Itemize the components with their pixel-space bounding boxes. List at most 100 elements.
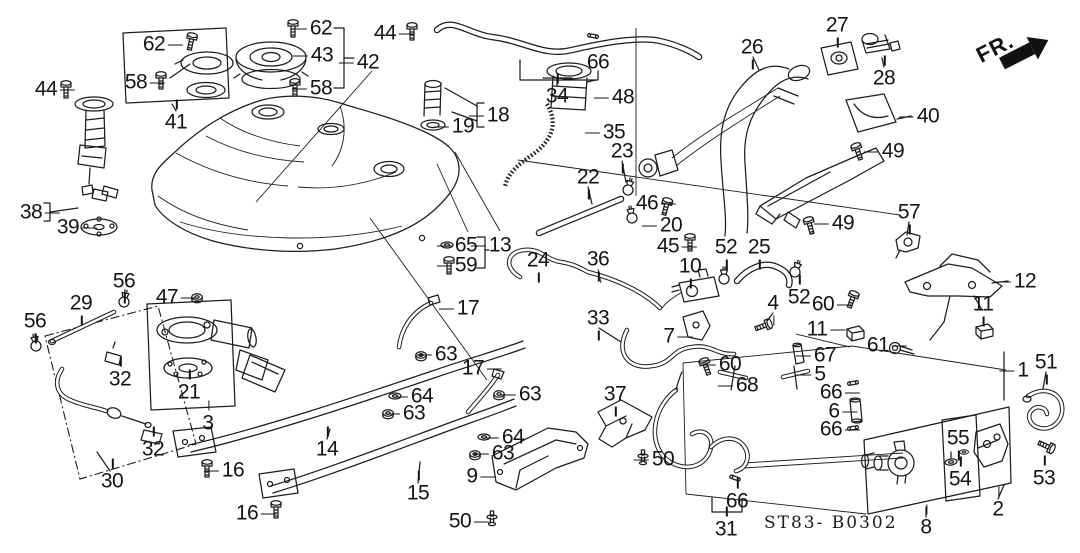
part-callout-58[interactable]: 58 (124, 70, 166, 94)
pump-and-pipes-center (420, 62, 637, 237)
part-callout-32[interactable]: 32 (141, 426, 165, 461)
part-callout-44[interactable]: 44 (34, 77, 76, 101)
part-callout-27[interactable]: 27 (825, 13, 849, 48)
part-callout-31[interactable]: 31 (714, 506, 738, 541)
part-callout-41[interactable]: 41 (164, 99, 188, 134)
part-callout-66[interactable]: 66 (586, 50, 610, 74)
part-callout-30[interactable]: 30 (100, 458, 124, 493)
part-callout-48[interactable]: 48 (593, 85, 635, 109)
part-callout-36[interactable]: 36 (586, 247, 610, 282)
part-callout-20[interactable]: 20 (641, 213, 683, 237)
part-callout-22[interactable]: 22 (576, 165, 600, 200)
part-callout-35[interactable]: 35 (584, 120, 626, 144)
part-callout-56[interactable]: 56 (112, 269, 136, 304)
part-callout-38[interactable]: 38 (19, 200, 61, 224)
hose-31-group (652, 371, 750, 513)
part-callout-33[interactable]: 33 (586, 306, 610, 341)
part-callout-32[interactable]: 32 (108, 356, 132, 391)
part-callout-10[interactable]: 10 (678, 254, 702, 289)
part-callout-9[interactable]: 9 (466, 464, 497, 488)
part-callout-39[interactable]: 39 (56, 215, 98, 239)
part-callout-63[interactable]: 63 (473, 441, 515, 465)
part-callout-51[interactable]: 51 (1034, 350, 1058, 385)
part-callout-24[interactable]: 24 (526, 248, 550, 283)
part-callout-64[interactable]: 64 (392, 384, 434, 408)
part-callout-53[interactable]: 53 (1032, 455, 1056, 490)
pipe-protector-group (755, 93, 921, 259)
part-callout-63[interactable]: 63 (384, 401, 426, 425)
part-callout-50[interactable]: 50 (633, 447, 675, 471)
part-callout-63[interactable]: 63 (416, 342, 458, 366)
part-callout-14[interactable]: 14 (315, 426, 339, 461)
joints-and-fasteners-right (697, 289, 994, 432)
part-callout-40[interactable]: 40 (898, 104, 940, 128)
part-callout-21[interactable]: 21 (177, 369, 201, 404)
part-callout-17[interactable]: 17 (461, 356, 503, 380)
part-callout-4[interactable]: 4 (767, 291, 779, 326)
part-callout-3[interactable]: 3 (202, 400, 214, 435)
part-callout-47[interactable]: 47 (155, 285, 197, 309)
part-callout-29[interactable]: 29 (69, 291, 93, 326)
fr-direction-arrow (999, 37, 1049, 70)
part-callout-66[interactable]: 66 (819, 380, 861, 404)
part-callout-66[interactable]: 66 (725, 478, 749, 513)
part-callout-56[interactable]: 56 (23, 309, 47, 344)
part-callout-57[interactable]: 57 (897, 200, 921, 235)
part-callout-12[interactable]: 12 (995, 269, 1037, 293)
part-callout-49[interactable]: 49 (863, 139, 905, 163)
return-pipes-and-fittings (382, 294, 505, 461)
part-callout-25[interactable]: 25 (747, 235, 771, 270)
part-callout-59[interactable]: 59 (436, 253, 478, 277)
part-callout-62[interactable]: 62 (142, 32, 184, 56)
part-callout-13[interactable]: 13 (470, 233, 512, 257)
part-callout-43[interactable]: 43 (292, 43, 334, 67)
part-callout-60[interactable]: 60 (700, 352, 742, 376)
part-callout-49[interactable]: 49 (813, 211, 855, 235)
part-callout-65[interactable]: 65 (436, 233, 478, 257)
part-callout-8[interactable]: 8 (920, 504, 932, 539)
part-callout-11[interactable]: 11 (972, 292, 994, 327)
part-callout-44[interactable]: 44 (373, 21, 415, 45)
part-callout-61[interactable]: 61 (866, 333, 908, 357)
part-callout-15[interactable]: 15 (406, 470, 430, 505)
part-callout-63[interactable]: 63 (500, 382, 542, 406)
part-callout-50[interactable]: 50 (448, 509, 490, 533)
part-callout-19[interactable]: 19 (433, 114, 475, 138)
part-callout-67[interactable]: 67 (795, 343, 837, 367)
part-callout-23[interactable]: 23 (610, 139, 634, 174)
part-callout-34[interactable]: 34 (545, 73, 569, 108)
tank-straps (172, 340, 526, 519)
part-callout-16[interactable]: 16 (203, 458, 245, 482)
part-callout-6[interactable]: 6 (828, 399, 859, 423)
part-callout-26[interactable]: 26 (740, 35, 764, 70)
part-callout-52[interactable]: 52 (787, 274, 811, 309)
diagram-code: ST83- B0302 (764, 513, 898, 533)
part-callout-55[interactable]: 55 (946, 426, 970, 461)
part-callout-17[interactable]: 17 (438, 296, 480, 320)
part-callout-58[interactable]: 58 (291, 76, 333, 100)
part-callout-42[interactable]: 42 (338, 50, 380, 74)
part-callout-46[interactable]: 46 (635, 191, 677, 215)
part-callout-5[interactable]: 5 (796, 362, 826, 386)
part-callout-62[interactable]: 62 (291, 16, 333, 40)
part-callout-1[interactable]: 1 (999, 358, 1029, 382)
part-callout-28[interactable]: 28 (872, 55, 896, 90)
part-callout-52[interactable]: 52 (714, 235, 738, 270)
part-callout-18[interactable]: 18 (468, 103, 510, 127)
part-callout-68[interactable]: 68 (717, 373, 759, 397)
part-callout-2[interactable]: 2 (992, 486, 1004, 521)
part-callout-37[interactable]: 37 (603, 382, 627, 417)
part-callout-45[interactable]: 45 (656, 234, 698, 258)
part-callout-66[interactable]: 66 (819, 417, 861, 441)
fuel-cap-kit-box (122, 27, 234, 112)
part-callout-16[interactable]: 16 (235, 501, 277, 525)
top-hose-group (406, 21, 703, 196)
center-fuel-lines (369, 151, 901, 381)
part-callout-11[interactable]: 11 (806, 317, 846, 341)
hose-kit-30 (28, 288, 197, 480)
part-callout-54[interactable]: 54 (948, 456, 972, 491)
part-callout-7[interactable]: 7 (663, 324, 694, 348)
part-callout-64[interactable]: 64 (483, 425, 525, 449)
part-callout-60[interactable]: 60 (811, 292, 853, 316)
